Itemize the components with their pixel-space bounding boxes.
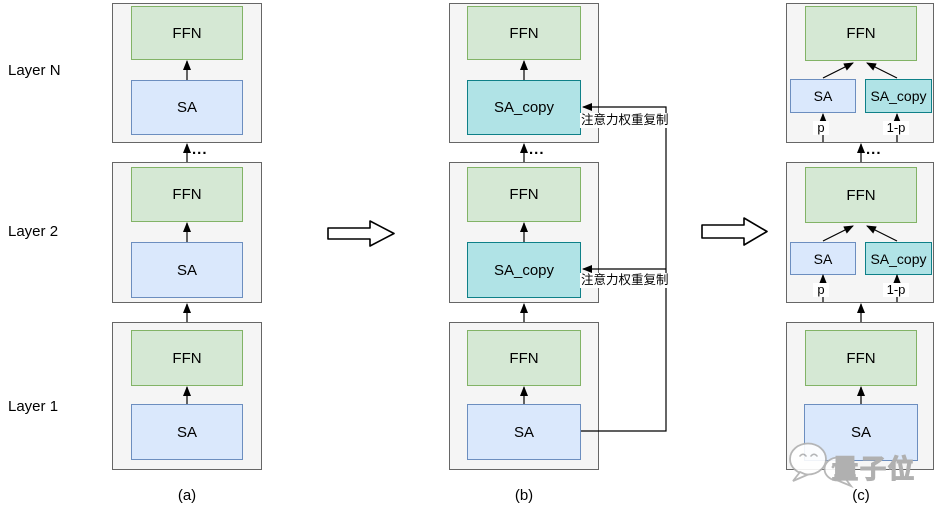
sa-copy-block-b-2: SA_copy (467, 242, 581, 298)
row-label-layer-2: Layer 2 (8, 223, 59, 240)
ffn-block-c-1: FFN (805, 330, 917, 386)
ffn-block-b-n: FFN (467, 6, 581, 60)
sa-block-a-2: SA (131, 242, 243, 298)
ffn-block-a-2: FFN (131, 167, 243, 222)
sa-block-a-n: SA (131, 80, 243, 135)
ffn-block-c-2: FFN (805, 167, 917, 223)
ellipsis-c: ... (866, 141, 882, 158)
p-label-c-n: p (813, 121, 829, 135)
one-minus-p-label-c-2: 1-p (883, 283, 909, 297)
sa-copy-block-b-n: SA_copy (467, 80, 581, 135)
one-minus-p-label-c-n: 1-p (883, 121, 909, 135)
attention-copy-label-n: 注意力权重复制 (580, 113, 670, 128)
caption-b: (b) (514, 487, 534, 504)
row-label-layer-1: Layer 1 (8, 398, 59, 415)
ffn-block-b-2: FFN (467, 167, 581, 222)
attention-copy-label-2: 注意力权重复制 (580, 273, 670, 288)
ffn-block-a-1: FFN (131, 330, 243, 386)
p-label-c-2: p (813, 283, 829, 297)
row-label-layer-n: Layer N (8, 62, 61, 79)
sa-block-b-1: SA (467, 404, 581, 460)
ffn-block-c-n: FFN (805, 6, 917, 61)
ellipsis-b: ... (529, 141, 545, 158)
sa-copy-block-c-n: SA_copy (865, 79, 932, 113)
caption-a: (a) (177, 487, 197, 504)
transform-arrow-a-to-b-icon (327, 220, 395, 247)
transform-arrow-b-to-c-icon (701, 217, 768, 246)
ellipsis-a: ... (192, 141, 208, 158)
sa-block-a-1: SA (131, 404, 243, 460)
watermark-text: 量子位 (831, 453, 917, 484)
sa-block-c-n: SA (790, 79, 856, 113)
ffn-block-b-1: FFN (467, 330, 581, 386)
sa-block-c-2: SA (790, 242, 856, 275)
ffn-block-a-n: FFN (131, 6, 243, 60)
sa-copy-block-c-2: SA_copy (865, 242, 932, 275)
caption-c: (c) (852, 487, 870, 504)
